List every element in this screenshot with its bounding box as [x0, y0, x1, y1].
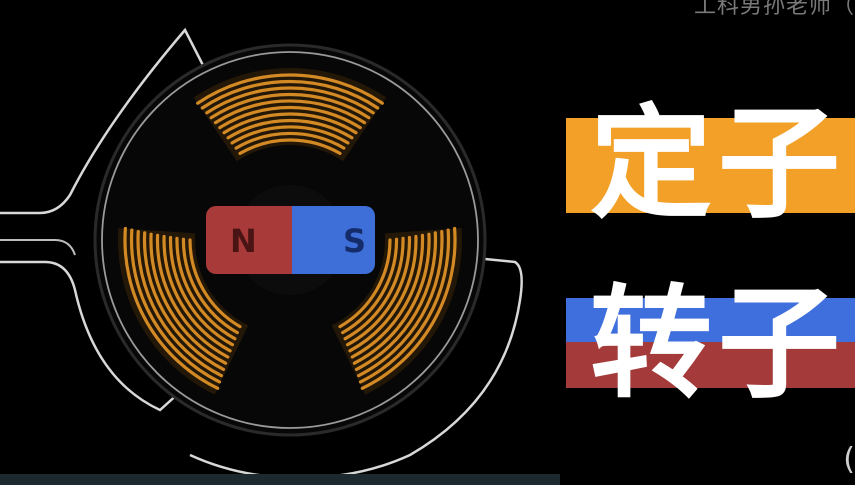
- stator-label-bar: [566, 118, 855, 213]
- coil-winding: [149, 232, 228, 365]
- coil-winding: [338, 238, 392, 329]
- magnet-north-pole: [206, 206, 306, 274]
- wire-lower: [0, 260, 181, 412]
- coil-winding: [205, 86, 375, 115]
- coil-winding: [345, 235, 412, 347]
- stator-coil-right: [331, 226, 463, 395]
- rotor-label-bar-red: [566, 342, 855, 388]
- watermark: 工科男孙老师（: [693, 0, 855, 19]
- stator-label: 定子: [590, 93, 846, 235]
- coil-winding: [209, 92, 371, 120]
- magnet-south-pole: [292, 206, 375, 274]
- wire-outer: [0, 27, 210, 215]
- coil-winding: [218, 105, 362, 130]
- coil-winding: [213, 99, 367, 125]
- magnet-north-label: N: [230, 222, 257, 260]
- coil-winding: [155, 233, 230, 359]
- stator-tooth: [331, 227, 463, 395]
- coil-winding: [196, 73, 384, 105]
- coil-winding: [234, 131, 346, 150]
- stator-ring-inner: [101, 51, 479, 429]
- rotor-label: 转子: [590, 273, 846, 415]
- coil-winding: [181, 237, 239, 335]
- coil-winding: [162, 234, 232, 353]
- bottom-strip: [0, 474, 560, 485]
- rotor-magnet: N S: [206, 206, 375, 274]
- magnet-south-label: S: [343, 222, 366, 260]
- coil-winding: [222, 112, 358, 135]
- wire-mid: [0, 239, 76, 256]
- coil-winding: [188, 238, 242, 329]
- rotor-label-bar-blue: [566, 298, 855, 342]
- coil-winding: [348, 234, 418, 353]
- coil-winding: [354, 231, 438, 371]
- stator-tooth: [117, 227, 249, 395]
- coil-winding: [350, 233, 425, 359]
- coil-winding: [343, 236, 405, 341]
- coil-winding: [238, 138, 342, 155]
- coil-winding: [360, 226, 457, 390]
- coil-winding: [358, 228, 451, 384]
- stator-coil-top: [193, 67, 387, 162]
- coil-winding: [142, 231, 226, 371]
- magnet-seam: [292, 206, 306, 274]
- trailing-paren: (: [843, 442, 855, 477]
- coil-winding: [175, 236, 237, 341]
- coil-winding: [341, 237, 399, 335]
- coil-winding: [168, 235, 235, 347]
- stator-coil-left: [117, 226, 249, 395]
- coil-winding: [136, 229, 224, 378]
- coil-winding: [226, 118, 354, 140]
- coil-winding: [356, 229, 444, 378]
- coil-winding: [129, 228, 222, 384]
- coil-winding: [123, 226, 220, 390]
- coil-winding: [200, 79, 380, 110]
- coil-winding: [230, 125, 350, 145]
- coil-winding: [352, 232, 431, 365]
